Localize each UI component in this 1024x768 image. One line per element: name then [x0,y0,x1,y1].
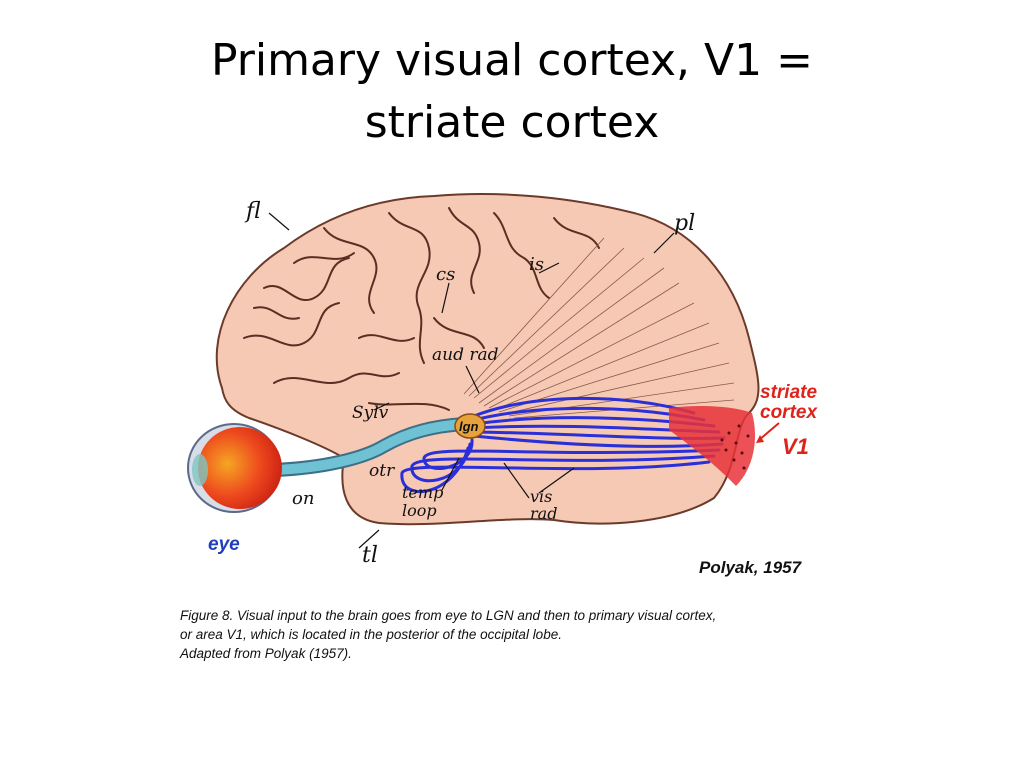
brain-diagram: fl pl cs is aud rad Sylv lgn otr on temp… [187,193,818,577]
label-otr: otr [369,461,395,481]
label-eye: eye [208,534,240,555]
label-tl: tl [362,543,378,568]
label-striate: striate [760,382,817,403]
figure-caption: Figure 8. Visual input to the brain goes… [180,606,844,663]
caption-line-1: Figure 8. Visual input to the brain goes… [180,608,717,623]
figure-credit: Polyak, 1957 [699,558,803,577]
label-cortex: cortex [760,402,818,423]
leader-lines [268,212,675,549]
label-v1: V1 [782,434,809,459]
label-cs: cs [436,264,455,285]
label-aud-rad: aud rad [432,345,499,365]
lgn-nucleus [454,413,486,439]
label-vis: vis [530,487,552,506]
striate-cortex-area [669,405,756,486]
brain-sulci [243,207,600,411]
striate-dots [720,424,750,470]
v1-arrow [758,422,780,441]
slide-title: Primary visual cortex, V1 = striate cort… [0,30,1024,154]
label-temp: temp [402,483,443,502]
brain-figure: fl pl cs is aud rad Sylv lgn otr on temp… [174,168,844,680]
label-loop: loop [402,501,437,520]
caption-line-2: or area V1, which is located in the post… [180,627,562,642]
label-pl: pl [674,211,695,236]
caption-line-3: Adapted from Polyak (1957). [180,646,352,661]
title-line-2: striate cortex [364,97,660,148]
label-lgn: lgn [459,419,479,434]
title-line-1: Primary visual cortex, V1 = [211,35,813,86]
label-fl: fl [244,199,261,224]
label-is: is [529,254,544,275]
eye-icon [187,423,282,513]
label-rad: rad [530,504,557,523]
label-sylv: Sylv [352,403,389,423]
label-on: on [292,488,314,509]
